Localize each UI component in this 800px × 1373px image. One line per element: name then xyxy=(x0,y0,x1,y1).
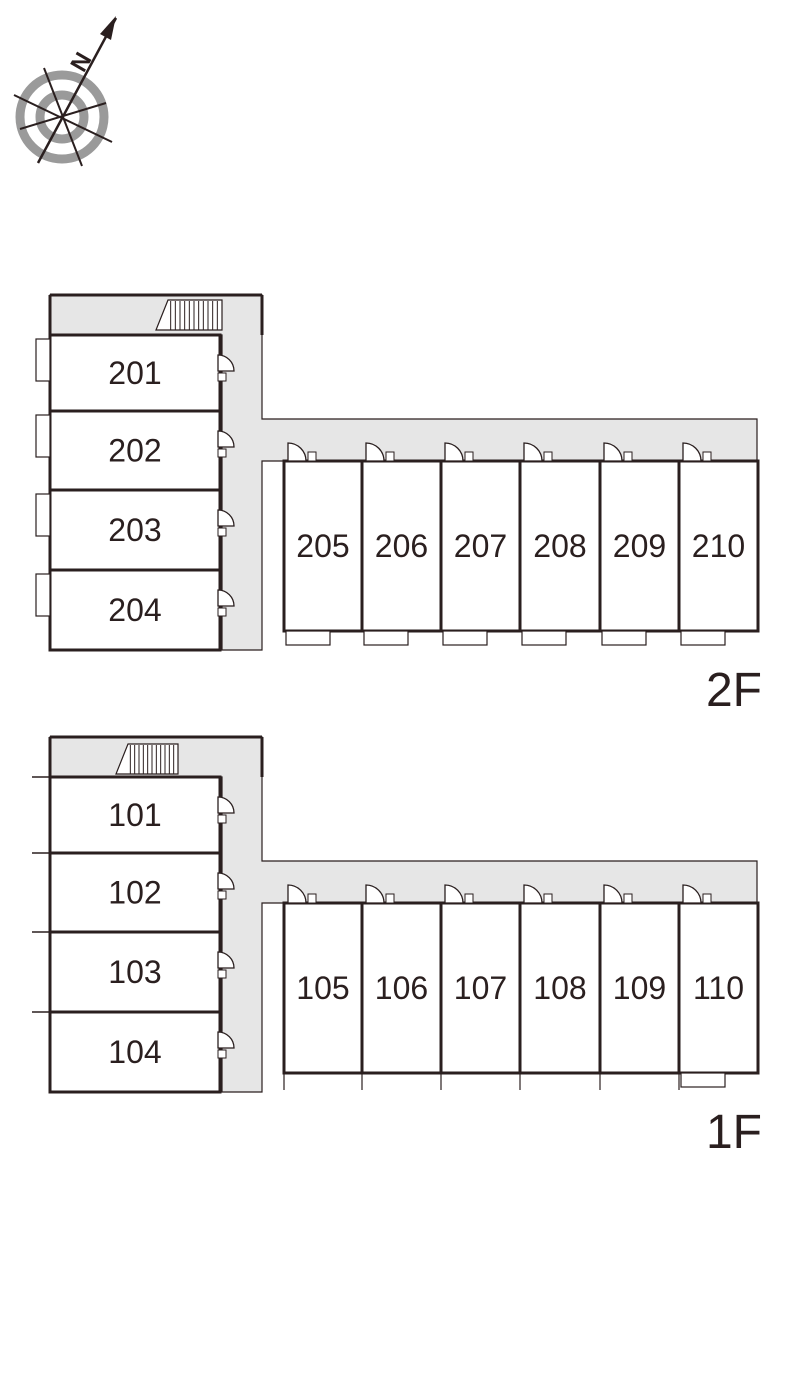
room-label-106: 106 xyxy=(375,970,428,1006)
room-label-207: 207 xyxy=(454,528,507,564)
door-icon xyxy=(365,884,385,904)
room-103 xyxy=(48,930,222,1014)
room-107 xyxy=(439,901,522,1075)
room-label-203: 203 xyxy=(108,512,161,548)
door-icon xyxy=(217,872,235,890)
meter-icon xyxy=(217,372,227,382)
balcony xyxy=(35,573,51,617)
door-icon xyxy=(287,884,307,904)
room-105 xyxy=(282,901,364,1075)
floor-label-1f: 1F xyxy=(706,1106,762,1159)
room-label-101: 101 xyxy=(108,797,161,833)
meter-icon xyxy=(217,1049,227,1059)
room-label-104: 104 xyxy=(108,1034,161,1070)
room-label-201: 201 xyxy=(108,355,161,391)
meter-icon xyxy=(543,451,553,462)
balcony xyxy=(285,630,331,646)
meter-icon xyxy=(217,969,227,979)
door-icon xyxy=(444,884,464,904)
door-icon xyxy=(217,354,235,372)
room-label-209: 209 xyxy=(613,528,666,564)
room-label-103: 103 xyxy=(108,954,161,990)
floor-1f-plan: 101 102 103 104 105 106 107 108 109 110 xyxy=(32,735,760,1094)
meter-icon xyxy=(623,893,633,904)
meter-icon xyxy=(702,451,712,462)
room-label-208: 208 xyxy=(533,528,586,564)
balcony xyxy=(521,630,567,646)
floor-label-2f: 2F xyxy=(706,664,762,717)
meter-icon xyxy=(217,890,227,900)
door-icon xyxy=(444,442,464,462)
door-icon xyxy=(217,1031,235,1049)
stairs-icon xyxy=(115,743,179,775)
door-icon xyxy=(217,509,235,527)
meter-icon xyxy=(217,527,227,537)
room-210 xyxy=(677,459,760,633)
room-label-202: 202 xyxy=(108,433,161,469)
room-109 xyxy=(598,901,681,1075)
door-icon xyxy=(682,442,702,462)
meter-icon xyxy=(217,448,227,458)
door-icon xyxy=(682,884,702,904)
meter-icon xyxy=(385,893,395,904)
meter-icon xyxy=(385,451,395,462)
room-102 xyxy=(48,851,222,934)
meter-icon xyxy=(464,451,474,462)
room-label-110: 110 xyxy=(693,970,744,1006)
door-icon xyxy=(217,430,235,448)
door-icon xyxy=(603,442,623,462)
room-label-210: 210 xyxy=(692,528,745,564)
door-icon xyxy=(523,884,543,904)
balcony xyxy=(680,630,726,646)
meter-icon xyxy=(217,607,227,617)
meter-icon xyxy=(543,893,553,904)
room-label-105: 105 xyxy=(296,970,349,1006)
door-icon xyxy=(603,884,623,904)
balcony xyxy=(35,493,51,537)
room-106 xyxy=(360,901,443,1075)
floor-2f-plan: 201 202 203 204 205 206 207 208 209 210 xyxy=(35,293,760,652)
balcony xyxy=(363,630,409,646)
door-icon xyxy=(217,796,235,814)
room-206 xyxy=(360,459,443,633)
meter-icon xyxy=(217,814,227,824)
meter-icon xyxy=(464,893,474,904)
room-label-108: 108 xyxy=(533,970,586,1006)
room-label-102: 102 xyxy=(108,875,161,911)
door-icon xyxy=(365,442,385,462)
balcony xyxy=(35,338,51,382)
compass-icon: N xyxy=(13,16,118,167)
room-202 xyxy=(48,409,222,492)
door-icon xyxy=(287,442,307,462)
balcony xyxy=(680,1072,726,1088)
room-label-205: 205 xyxy=(296,528,349,564)
balcony xyxy=(35,414,51,458)
door-icon xyxy=(523,442,543,462)
meter-icon xyxy=(307,893,317,904)
door-icon xyxy=(217,589,235,607)
room-label-206: 206 xyxy=(375,528,428,564)
room-label-204: 204 xyxy=(108,592,161,628)
meter-icon xyxy=(623,451,633,462)
meter-icon xyxy=(307,451,317,462)
door-icon xyxy=(217,951,235,969)
meter-icon xyxy=(702,893,712,904)
balcony xyxy=(601,630,647,646)
room-label-107: 107 xyxy=(454,970,507,1006)
balcony xyxy=(442,630,488,646)
room-label-109: 109 xyxy=(613,970,666,1006)
